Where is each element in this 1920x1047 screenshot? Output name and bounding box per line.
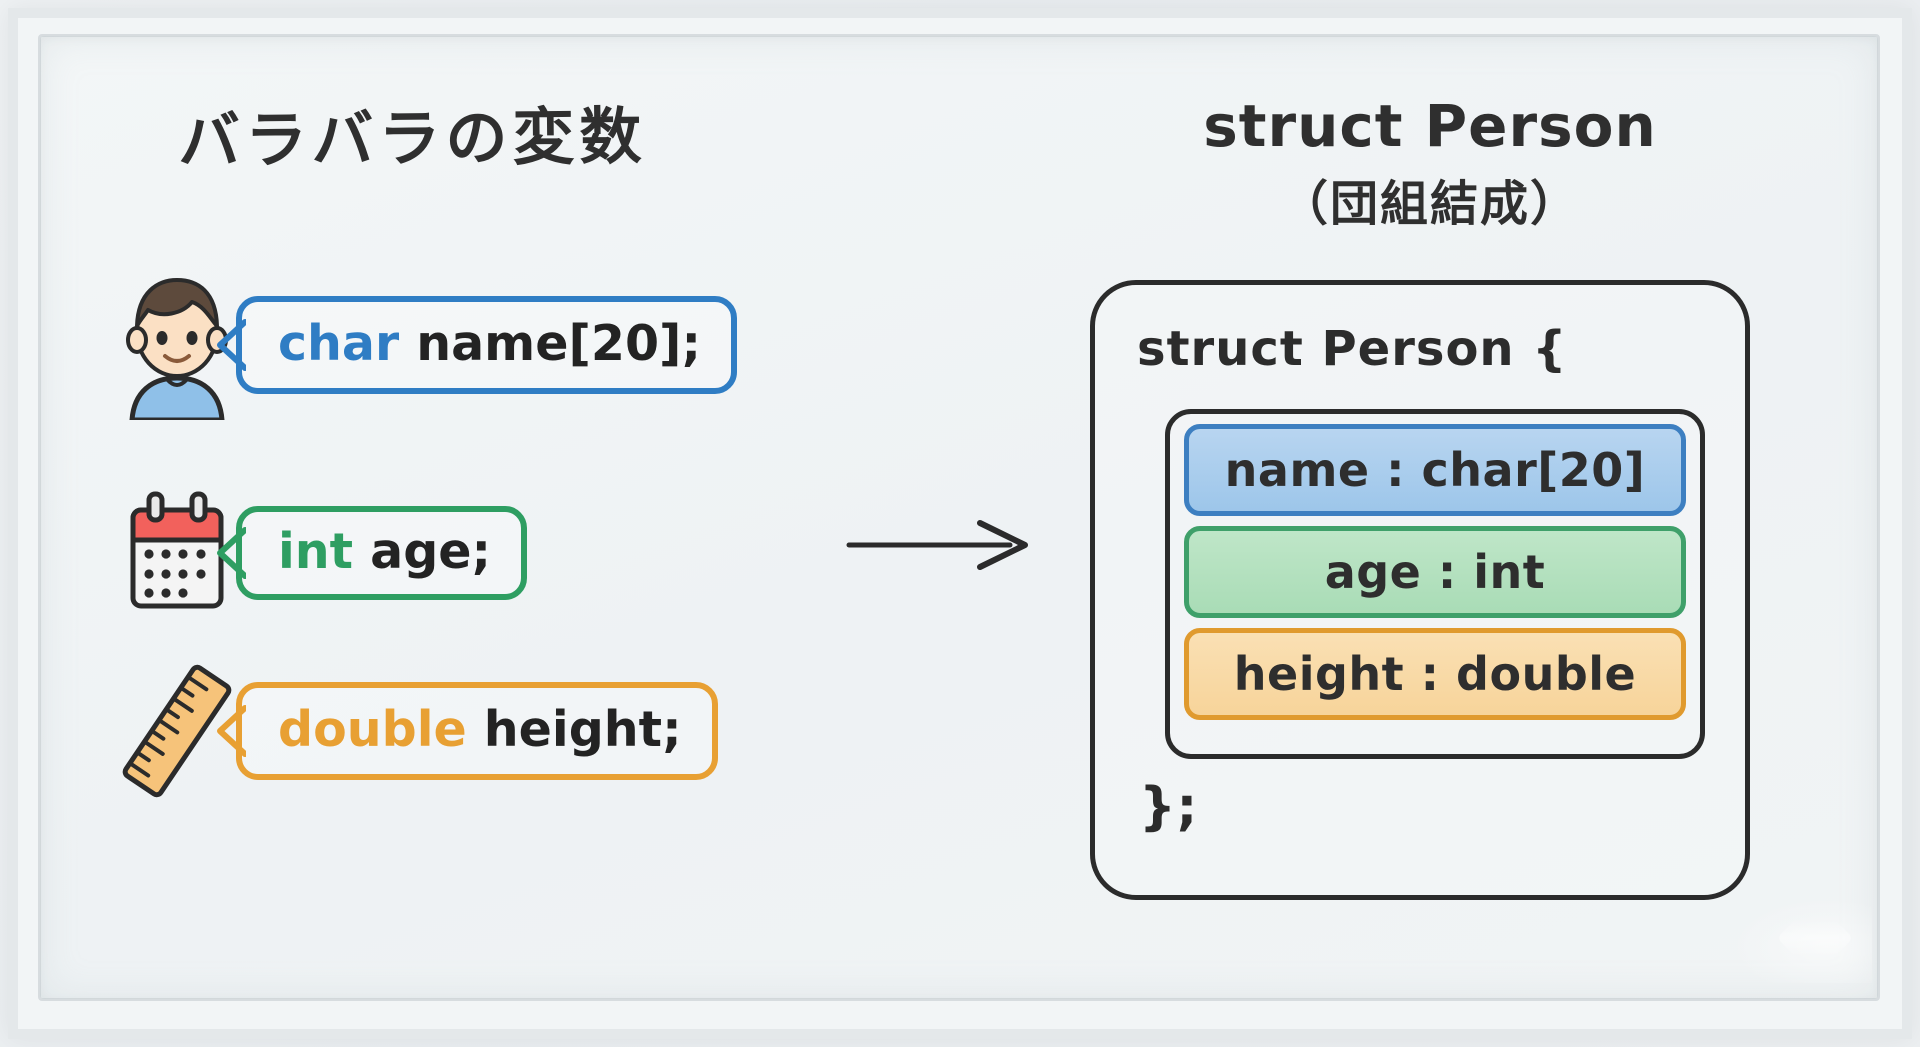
struct-field-age-label: age : int	[1324, 545, 1546, 599]
bubble-tail-icon	[217, 705, 246, 757]
bubble-tail-icon	[217, 319, 246, 371]
code-text-height: double height;	[278, 701, 682, 758]
identifier-name: name[20];	[399, 314, 702, 372]
struct-field-name: name : char[20]	[1184, 424, 1686, 516]
identifier-age: age;	[353, 522, 492, 580]
right-section-title: struct Person （団組結成）	[1150, 92, 1710, 234]
keyword-int: int	[278, 522, 354, 580]
left-section-title: バラバラの変数	[177, 99, 647, 178]
speech-bubble-height: double height;	[217, 682, 718, 780]
variable-row-name: char name[20];	[118, 270, 738, 423]
identifier-height: height;	[466, 700, 682, 758]
whiteboard-surface	[38, 34, 1880, 1001]
struct-closing-brace: };	[1139, 777, 1198, 837]
code-text-name: char name[20];	[278, 315, 701, 372]
struct-definition-card: struct Person { name : char[20] age : in…	[1090, 280, 1750, 900]
right-arrow-icon	[846, 520, 1028, 570]
bubble-tail-icon	[217, 527, 246, 579]
struct-header-text: struct Person {	[1137, 321, 1568, 377]
speech-bubble-age: int age;	[217, 506, 528, 600]
keyword-char: char	[278, 314, 400, 372]
struct-field-height: height : double	[1184, 628, 1686, 720]
keyword-double: double	[278, 700, 467, 758]
ruler-emoji	[118, 656, 236, 806]
struct-fields-container: name : char[20] age : int height : doubl…	[1165, 409, 1705, 759]
calendar-emoji	[118, 478, 236, 628]
struct-field-name-label: name : char[20]	[1224, 443, 1646, 497]
right-title-main: struct Person	[1203, 92, 1657, 160]
struct-field-age: age : int	[1184, 526, 1686, 618]
speech-bubble-name: char name[20];	[217, 296, 738, 394]
right-title-subtitle: （団組結成）	[1279, 176, 1580, 232]
variable-row-age: int age;	[118, 478, 528, 628]
variable-row-height: double height;	[118, 656, 718, 806]
code-text-age: int age;	[278, 523, 491, 580]
struct-field-height-label: height : double	[1233, 647, 1637, 701]
